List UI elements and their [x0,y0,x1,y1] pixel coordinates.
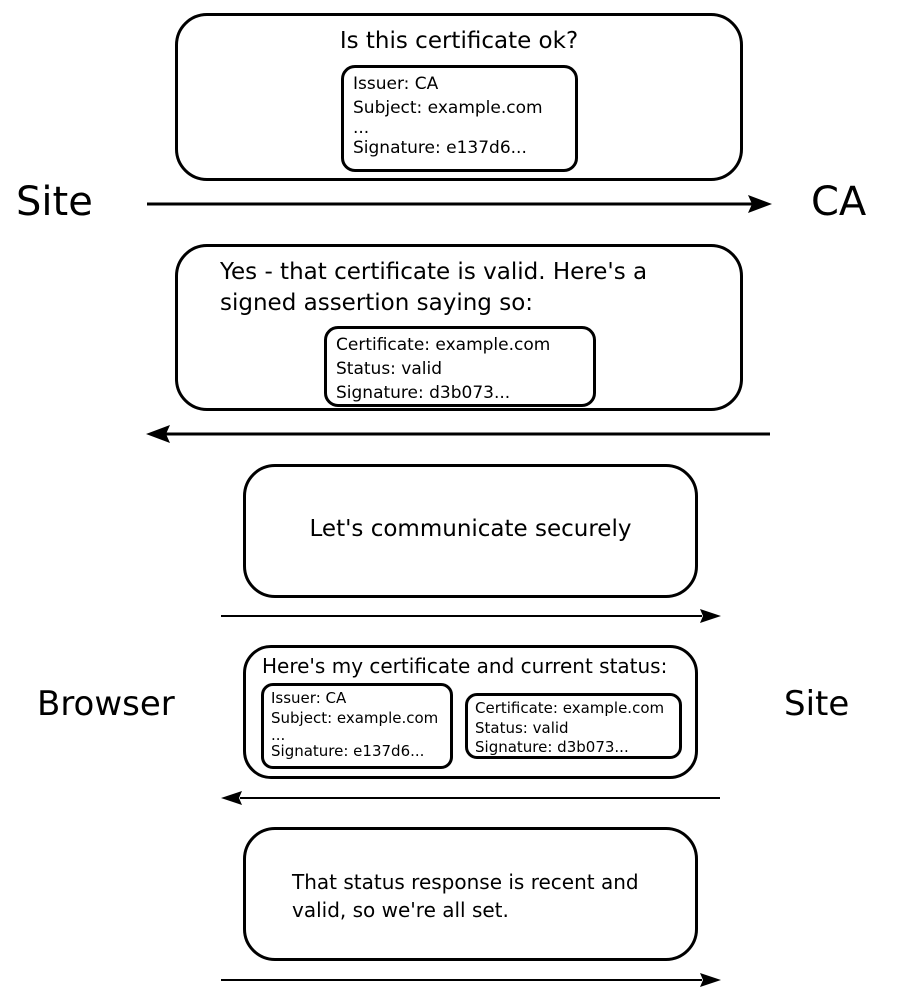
stapled-status-certificate: Certificate: example.com [475,699,665,717]
arrow-browser-to-site-hello [221,609,721,623]
stapled-status-status: Status: valid [475,718,569,737]
certificate-subject: Subject: example.com [353,98,543,118]
party-ca-label: CA [811,179,867,225]
response-line-2: signed assertion saying so: [220,290,534,316]
stapled-certificate-issuer: Issuer: CA [271,689,347,707]
certificate-ellipsis: ... [353,118,370,138]
client-hello-message: Let's communicate securely [243,464,698,598]
verification-message: That status response is recent and valid… [243,827,698,961]
stapled-certificate-card: Issuer: CA Subject: example.com ... Sign… [261,683,453,769]
certificate-signature: Signature: e137d6... [353,138,527,158]
hello-text: Let's communicate securely [309,516,632,542]
assertion-status: Status: valid [336,359,443,379]
arrow-browser-to-site-confirm [221,973,721,987]
arrow-site-to-ca [147,195,772,213]
signed-assertion-card: Certificate: example.com Status: valid S… [324,326,596,407]
arrow-site-to-browser [221,791,720,805]
stapled-certificate-subject: Subject: example.com [271,708,439,727]
request-text: Is this certificate ok? [339,28,579,54]
stapled-status-signature: Signature: d3b073... [475,738,629,756]
certificate-issuer: Issuer: CA [353,74,439,94]
assertion-certificate: Certificate: example.com [336,335,551,355]
stapled-certificate-signature: Signature: e137d6... [271,742,425,760]
certificate-card: Issuer: CA Subject: example.com ... Sign… [341,65,578,172]
party-browser-label: Browser [37,684,175,724]
party-site-label-bottom: Site [784,684,850,724]
ocsp-request-message: Is this certificate ok? Issuer: CA Subje… [175,13,743,181]
party-site-label: Site [16,179,93,225]
ocsp-response-message: Yes - that certificate is valid. Here's … [175,244,743,411]
server-hello-message: Here's my certificate and current status… [243,645,698,779]
reply-text: Here's my certificate and current status… [262,654,668,678]
arrow-ca-to-site [146,425,770,443]
assertion-signature: Signature: d3b073... [336,383,511,403]
confirm-line-2: valid, so we're all set. [292,898,509,922]
stapled-status-card: Certificate: example.com Status: valid S… [465,693,682,759]
stapled-certificate-ellipsis: ... [271,726,286,744]
response-line-1: Yes - that certificate is valid. Here's … [220,259,648,285]
confirm-line-1: That status response is recent and [292,870,639,894]
